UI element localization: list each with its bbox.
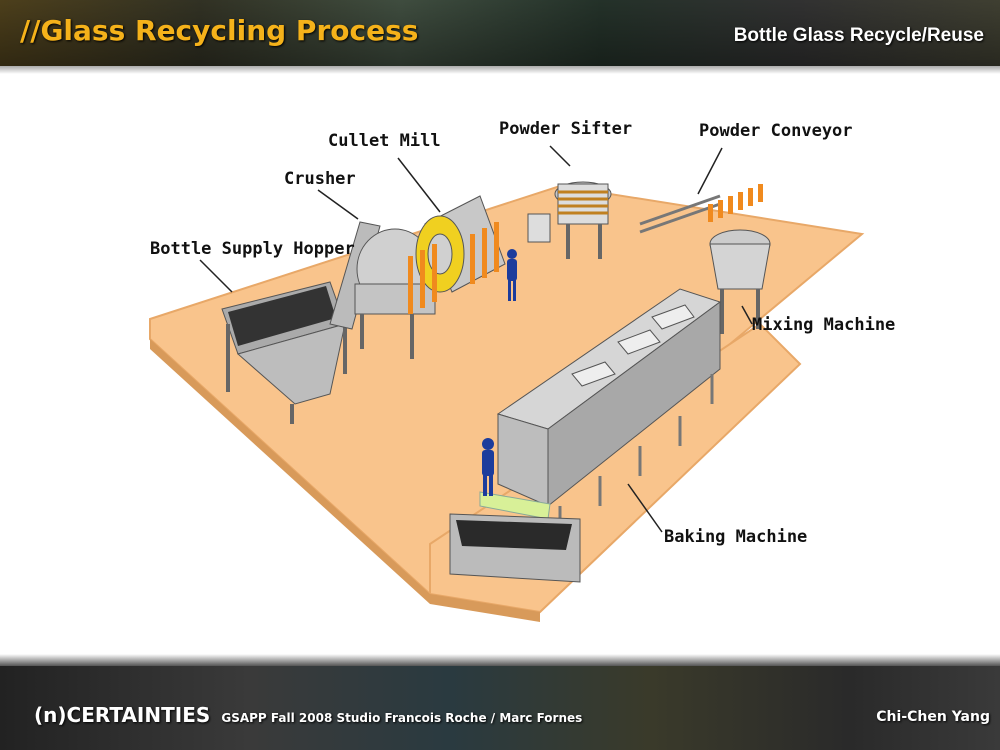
diagram-area: Bottle Supply Hopper Crusher Cullet Mill… bbox=[0, 74, 1000, 654]
floor-edge bbox=[150, 339, 430, 604]
slide-subtitle: Bottle Glass Recycle/Reuse bbox=[733, 25, 984, 46]
author-name: Chi-Chen Yang bbox=[876, 709, 990, 725]
label-mixing-machine: Mixing Machine bbox=[752, 315, 895, 335]
brand-name: (n)CERTAINTIES bbox=[34, 703, 211, 727]
header-bar bbox=[0, 0, 1000, 66]
baking-machine bbox=[449, 288, 722, 583]
cullet-mill bbox=[408, 195, 506, 314]
process-diagram: Bottle Supply Hopper Crusher Cullet Mill… bbox=[149, 119, 895, 622]
baking-machine-leader-line bbox=[627, 483, 663, 533]
mixing-machine-leader-line bbox=[741, 305, 753, 325]
header-divider bbox=[0, 66, 1000, 74]
powder-sifter bbox=[527, 181, 612, 259]
floor-edge-2 bbox=[430, 594, 540, 622]
slide-title: //Glass Recycling Process bbox=[20, 14, 419, 47]
cullet-mill-leader-line bbox=[397, 157, 441, 213]
crusher-leader-line bbox=[317, 189, 359, 220]
mixing-machine bbox=[709, 229, 771, 334]
hopper-leader-line bbox=[199, 259, 233, 293]
label-crusher: Crusher bbox=[284, 169, 356, 189]
label-bottle-supply-hopper: Bottle Supply Hopper bbox=[150, 239, 355, 259]
label-powder-conveyor: Powder Conveyor bbox=[699, 121, 853, 141]
footer-credits: (n)CERTAINTIES GSAPP Fall 2008 Studio Fr… bbox=[34, 703, 582, 727]
label-baking-machine: Baking Machine bbox=[664, 527, 807, 547]
footer-bar bbox=[0, 666, 1000, 750]
footer-divider bbox=[0, 654, 1000, 666]
label-cullet-mill: Cullet Mill bbox=[328, 131, 441, 151]
powder-conveyor-leader-line bbox=[697, 147, 723, 195]
worker-figure bbox=[482, 438, 494, 496]
worker-figure bbox=[507, 249, 517, 301]
powder-sifter-leader-line bbox=[549, 145, 571, 167]
course-credit: GSAPP Fall 2008 Studio Francois Roche / … bbox=[221, 711, 583, 725]
powder-conveyor bbox=[639, 184, 763, 234]
label-powder-sifter: Powder Sifter bbox=[499, 119, 632, 139]
